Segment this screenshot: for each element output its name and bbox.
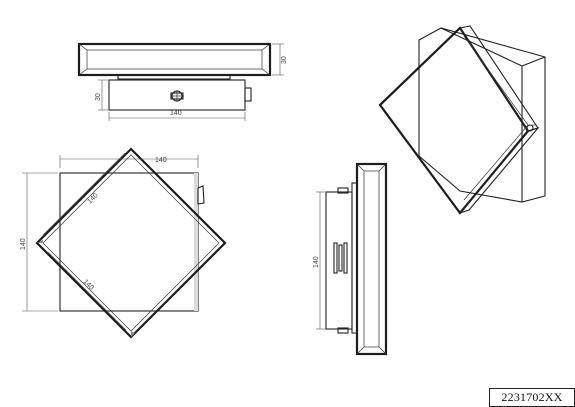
- dim-side-height: 140: [313, 256, 320, 268]
- dim-front-edge-a: 140: [86, 192, 99, 205]
- side-view-base: [325, 191, 353, 330]
- side-view: 140: [313, 162, 388, 356]
- dim-front-width: 140: [155, 157, 167, 164]
- iso-panel-edge: [459, 25, 539, 132]
- side-view-panel: [355, 162, 388, 356]
- dim-top-panel-depth: 30: [281, 56, 288, 64]
- iso-back-body: [418, 27, 546, 203]
- front-view-switch: [197, 185, 205, 205]
- dim-top-width: 140: [170, 110, 182, 117]
- dim-top-base-depth: 30: [95, 93, 102, 101]
- top-view-panel-inner: [86, 49, 263, 70]
- dim-front-height: 140: [20, 238, 27, 250]
- article-number-label: 2231702XX: [489, 388, 575, 407]
- top-view: 30 30 140: [77, 42, 288, 121]
- top-view-panel: [77, 42, 272, 77]
- isometric-view: [378, 25, 546, 215]
- front-view: 140 140 140 140: [20, 147, 227, 339]
